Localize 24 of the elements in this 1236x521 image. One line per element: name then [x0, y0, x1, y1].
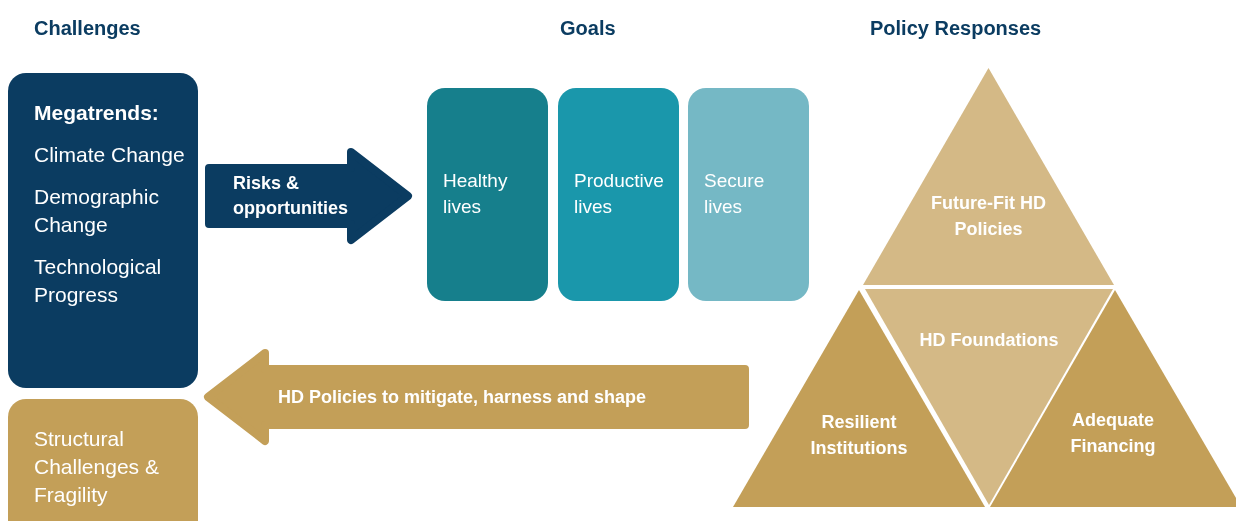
goal-text: Secure lives	[704, 169, 766, 219]
column-heading: Goals	[560, 16, 616, 41]
arrow-label: Risks & opportunities	[233, 172, 349, 220]
goal-text: Productive lives	[574, 169, 665, 219]
block-arrow	[204, 349, 749, 445]
goal-text: Healthy lives	[443, 169, 509, 219]
card-text: Structural Challenges & Fragility	[34, 426, 160, 508]
card-text: Demographic Change	[34, 184, 160, 238]
goal-card	[558, 88, 679, 301]
column-heading: Policy Responses	[870, 16, 1042, 41]
triangle-text: Resilient Institutions	[809, 411, 909, 460]
block-arrow	[205, 148, 412, 244]
triangle-text: HD Foundations	[919, 329, 1059, 352]
column-heading: Challenges	[34, 16, 141, 41]
card-text: Technological Progress	[34, 254, 163, 308]
challenge-card	[8, 73, 198, 388]
goal-card	[427, 88, 548, 301]
arrow-label: HD Policies to mitigate, harness and shape	[278, 385, 648, 409]
card-text: Climate Change	[34, 142, 186, 168]
goal-card	[688, 88, 809, 301]
card-text: Megatrends:	[34, 100, 160, 126]
challenge-card	[8, 399, 198, 521]
triangle-text: Future-Fit HD Policies	[930, 192, 1047, 241]
triangle-text: Adequate Financing	[1069, 409, 1157, 458]
